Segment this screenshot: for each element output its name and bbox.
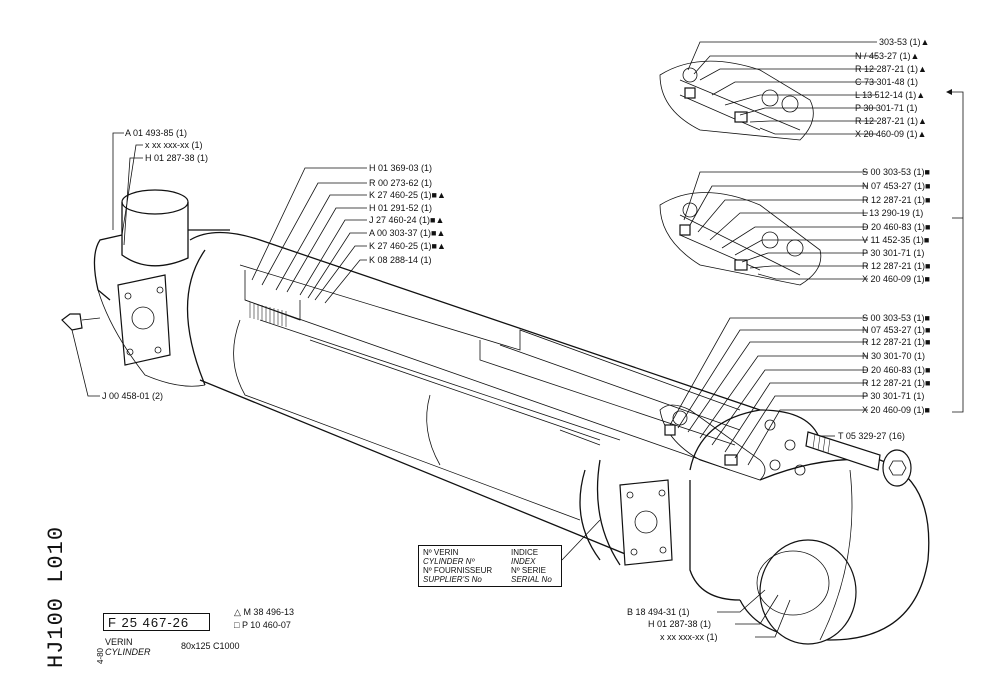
label-screw: T 05 329-27 (16) [838,431,905,441]
label-s1-5: P 30 301-71 (1) [855,103,917,113]
label-s2-8: X 20 460-09 (1)■ [862,274,930,284]
label-s3-5: R 12 287-21 (1)■ [862,378,930,388]
label-s2-4: D 20 460-83 (1)■ [862,222,930,232]
cylinder-bottom [579,409,930,645]
serial-label-fr: Nº SERIE [511,566,546,575]
modification-row: □ P 10 460-07 [234,619,294,632]
title-en: CYLINDER [105,647,151,657]
seal-detail-1 [659,60,814,141]
sheet-code: HJ100 L010 [44,525,69,668]
cylinder-spec: 80x125 C1000 [181,641,240,651]
label-piston-1: R 00 273-62 (1) [369,178,432,188]
labels-seal-set-3: S 00 303-53 (1)■ N 07 453-27 (1)■ R 12 2… [862,313,930,415]
sheet-title: VERIN CYLINDER [105,637,151,657]
modifications: △ M 38 496-13 □ P 10 460-07 [234,606,294,632]
supplier-label-en: SUPPLIER'S No [423,575,482,584]
label-tl-0: A 01 493-85 (1) [125,128,187,138]
cylinder-head [93,189,230,387]
label-tl-2: H 01 287-38 (1) [145,153,208,163]
label-br-0: B 18 494-31 (1) [627,607,690,617]
label-s3-6: P 30 301-71 (1) [862,391,924,401]
title-fr: VERIN [105,637,133,647]
labels-bottom-right: B 18 494-31 (1) H 01 287-38 (1) x xx xxx… [627,607,718,642]
label-fitting: J 00 458-01 (2) [102,391,163,401]
verin-label-en: CYLINDER Nº [423,557,475,566]
label-s3-0: S 00 303-53 (1)■ [862,313,930,323]
seal-detail-2 [659,192,822,286]
labels-piston: H 01 369-03 (1) R 00 273-62 (1) K 27 460… [369,163,446,265]
label-piston-7: K 08 288-14 (1) [369,255,432,265]
label-s3-4: D 20 460-83 (1)■ [862,365,930,375]
label-s3-3: N 30 301-70 (1) [862,351,925,361]
label-piston-4: J 27 460-24 (1)■▲ [369,215,444,225]
index-label-fr: INDICE [511,548,539,557]
grease-fitting [61,313,101,331]
label-s1-6: R 12 287-21 (1)▲ [855,116,927,126]
label-s2-0: S 00 303-53 (1)■ [862,167,930,177]
label-br-2: x xx xxx-xx (1) [660,632,718,642]
labels-top-left: A 01 493-85 (1) x xx xxx-xx (1) H 01 287… [125,128,208,163]
label-piston-6: K 27 460-25 (1)■▲ [369,241,446,251]
leader-lines [71,41,964,638]
label-br-1: H 01 287-38 (1) [648,619,711,629]
label-tl-1: x xx xxx-xx (1) [145,140,203,150]
label-s3-7: X 20 460-09 (1)■ [862,405,930,415]
label-s2-3: L 13 290-19 (1) [862,208,923,218]
labels-seal-set-2: S 00 303-53 (1)■ N 07 453-27 (1)■ R 12 2… [862,167,930,284]
label-s2-5: V 11 452-35 (1)■ [862,235,929,245]
label-s1-2: R 12 287-21 (1)▲ [855,64,927,74]
label-s2-6: P 30 301-71 (1) [862,248,924,258]
label-piston-2: K 27 460-25 (1)■▲ [369,190,446,200]
modification-text: P 10 460-07 [241,620,291,630]
label-s1-7: X 20 460-09 (1)▲ [855,129,926,139]
label-s2-1: N 07 453-27 (1)■ [862,181,930,191]
modification-text: M 38 496-13 [243,607,294,617]
seal-detail-3 [659,404,766,481]
verin-label-fr: Nº VERIN [423,548,459,557]
index-label-en: INDEX [511,557,536,566]
label-s1-4: L 13 512-14 (1)▲ [855,90,925,100]
reference-number: F 25 467-26 [103,613,210,631]
label-piston-5: A 00 303-37 (1)■▲ [369,228,445,238]
label-piston-3: H 01 291-52 (1) [369,203,432,213]
label-piston-0: H 01 369-03 (1) [369,163,432,173]
cap-screw [805,431,912,487]
label-s3-2: R 12 287-21 (1)■ [862,337,930,347]
sheet-date: 4-80 [96,647,105,664]
cylinder-barrel [186,231,761,561]
label-s3-1: N 07 453-27 (1)■ [862,325,930,335]
label-s1-3: C 73 301-48 (1) [855,77,918,87]
label-s1-0: 303-53 (1)▲ [879,37,929,47]
label-s2-7: R 12 287-21 (1)■ [862,261,930,271]
serial-label-en: SERIAL No [511,575,552,584]
square-icon: □ [234,620,240,630]
triangle-icon: △ [234,607,241,617]
label-s1-1: N / 453-27 (1)▲ [855,51,919,61]
label-s2-2: R 12 287-21 (1)■ [862,195,930,205]
modification-row: △ M 38 496-13 [234,606,294,619]
labels-seal-set-1: 303-53 (1)▲ N / 453-27 (1)▲ R 12 287-21 … [855,37,929,139]
supplier-label-fr: Nº FOURNISSEUR [423,566,493,575]
info-box: Nº VERIN CYLINDER Nº Nº FOURNISSEUR SUPP… [418,545,562,587]
